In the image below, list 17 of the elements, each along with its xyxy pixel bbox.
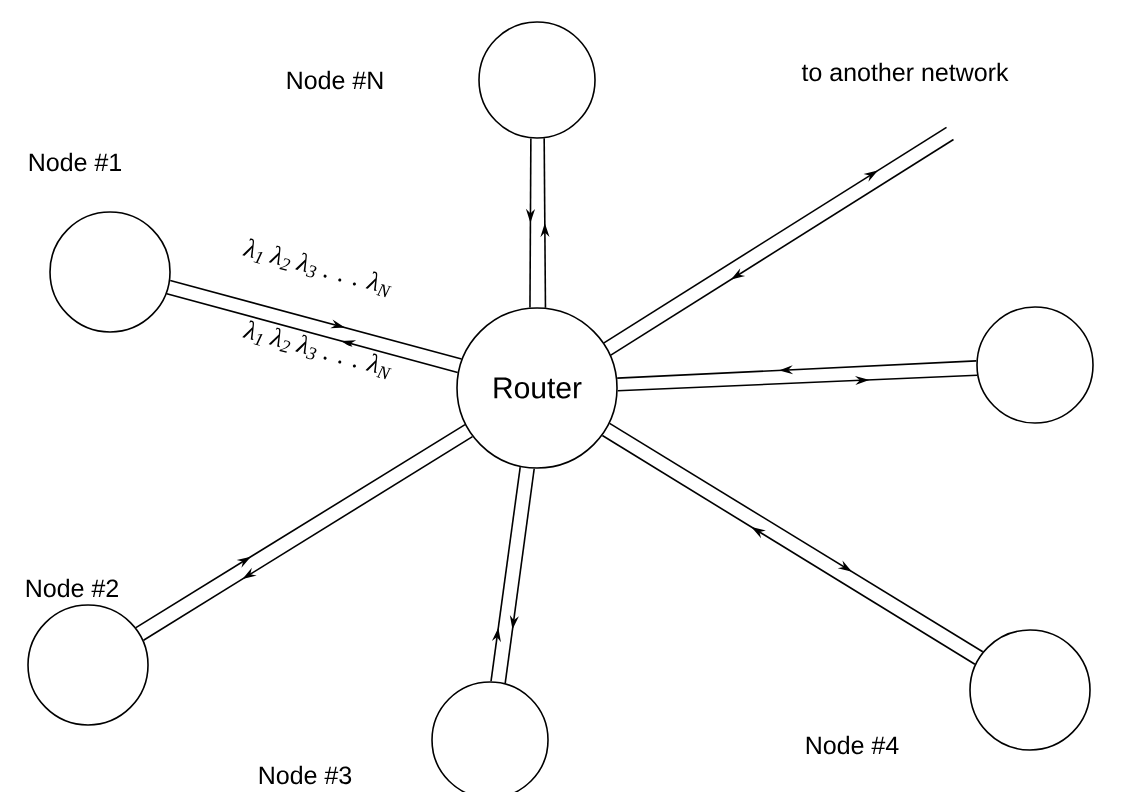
arrow [142,435,474,642]
node-label: Node #1 [29,152,121,172]
arrow [616,360,978,379]
edge-label: λ$_{1}$ λ$_{2}$ λ$_{3}$ . . . λ$_{N}$ [242,320,392,380]
edge-label: λ$_{1}$ λ$_{2}$ λ$_{3}$ . . . λ$_{N}$ [242,238,392,298]
arrow [616,374,978,392]
node-label: Node #2 [26,578,118,598]
arrow [490,466,521,682]
node-circle [976,306,1094,424]
network-label: to another network [801,62,1009,82]
node-label: Node #N [287,70,383,90]
node-label: Node #4 [806,735,899,755]
arrow [504,467,535,684]
arrow [169,279,463,360]
arrow [135,423,466,629]
node-label: Node #3 [259,765,352,785]
arrow [165,292,459,374]
